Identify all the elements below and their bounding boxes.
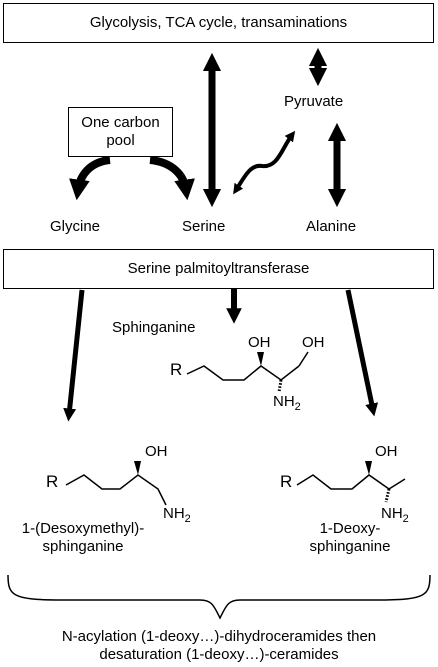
arrow-pool-serine <box>149 156 195 201</box>
one-carbon-pool-box: One carbon pool <box>68 107 173 157</box>
deoxy-name-line1: 1-Deoxy- <box>319 520 381 537</box>
sphinganine-oh-2: OH <box>248 334 271 351</box>
one-carbon-pool-line2: pool <box>106 132 135 149</box>
desoxymethyl-oh: OH <box>145 443 168 460</box>
sphinganine-wedge-bond <box>257 352 264 366</box>
deoxy-name-line2: sphinganine <box>309 538 391 555</box>
deoxy-nh: NH <box>381 505 403 522</box>
arrow-pyruvate-serine <box>233 130 296 195</box>
sphinganine-oh-1: OH <box>302 334 325 351</box>
glycolysis-label: Glycolysis, TCA cycle, transaminations <box>89 14 348 31</box>
glycolysis-box: Glycolysis, TCA cycle, transaminations <box>3 3 434 43</box>
one-carbon-pool-line1: One carbon <box>81 114 160 131</box>
deoxy-name: 1-Deoxy- sphinganine <box>290 520 410 556</box>
sphinganine-structure <box>186 351 309 393</box>
desoxymethyl-nh-sub: 2 <box>184 513 191 525</box>
footer-line2: desaturation (1-deoxy…)-ceramides <box>99 646 339 663</box>
deoxy-nh-sub: 2 <box>402 513 409 525</box>
deoxy-nh2: NH2 <box>381 505 409 526</box>
desoxymethyl-name-line1: 1-(Desoxymethyl)- <box>21 520 145 537</box>
spt-label: Serine palmitoyltransferase <box>127 260 310 277</box>
arrow-pool-glycine <box>69 156 111 201</box>
serine-label: Serine <box>182 218 226 235</box>
deoxy-oh: OH <box>375 443 398 460</box>
alanine-label: Alanine <box>306 218 357 235</box>
grouping-brace <box>7 574 431 620</box>
footer-text: N-acylation (1-deoxy…)-dihydroceramides … <box>0 628 438 664</box>
pyruvate-label: Pyruvate <box>284 93 344 110</box>
footer-line1: N-acylation (1-deoxy…)-dihydroceramides … <box>61 628 377 645</box>
sphinganine-nh: NH <box>273 393 295 410</box>
sphinganine-nh-sub: 2 <box>294 401 301 413</box>
desoxymethyl-nh2: NH2 <box>163 505 191 526</box>
arrow-spt-desoxymethyl <box>63 289 85 422</box>
sphinganine-r: R <box>170 360 183 379</box>
sphinganine-nh2: NH2 <box>273 393 301 414</box>
deoxy-structure <box>296 474 406 503</box>
desoxymethyl-r: R <box>46 472 59 491</box>
desoxymethyl-wedge-bond <box>134 461 141 475</box>
glycine-label: Glycine <box>50 218 101 235</box>
desoxymethyl-nh: NH <box>163 505 185 522</box>
sphinganine-label: Sphinganine <box>112 319 196 336</box>
spt-box: Serine palmitoyltransferase <box>3 249 434 289</box>
desoxymethyl-name: 1-(Desoxymethyl)- sphinganine <box>3 520 163 556</box>
desoxymethyl-name-line2: sphinganine <box>42 538 124 555</box>
deoxy-r: R <box>280 472 293 491</box>
desoxymethyl-structure <box>65 474 167 506</box>
deoxy-wedge-bond <box>365 461 372 475</box>
arrow-spt-deoxy <box>345 289 379 417</box>
